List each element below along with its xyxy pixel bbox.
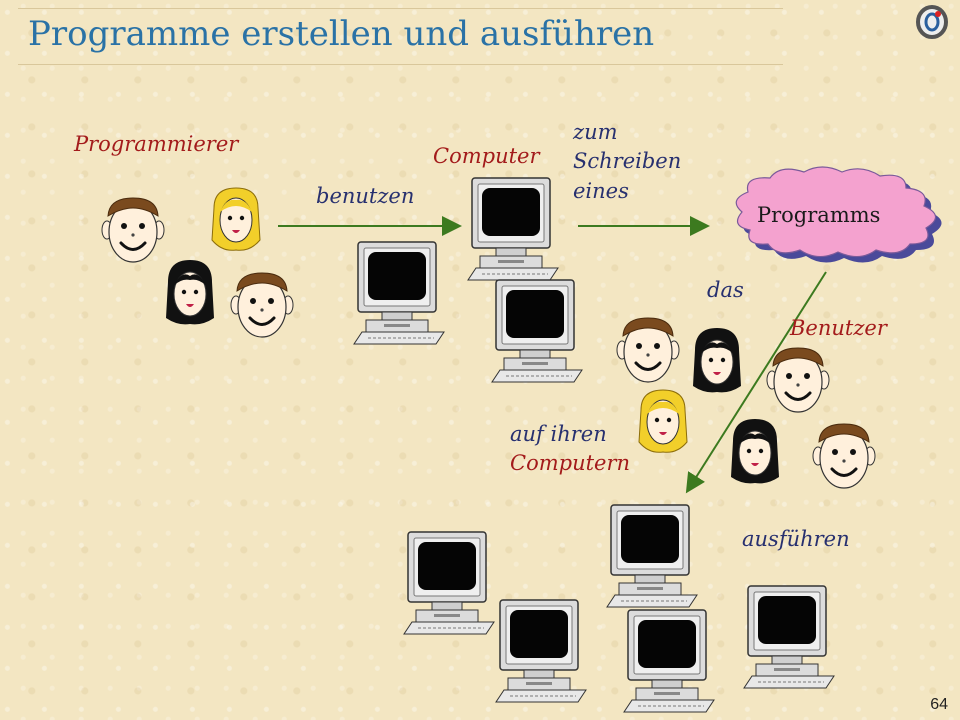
user-4-person-icon — [765, 346, 831, 414]
computer-icon — [623, 609, 715, 713]
label-schreiben: Schreiben — [573, 149, 682, 174]
label-zum-schreiben: zum Schreiben eines — [573, 118, 681, 206]
ausfuehren-arrow-icon — [685, 271, 827, 494]
top-divider — [18, 8, 783, 9]
user-6-person-icon — [811, 422, 877, 490]
user-1-person-icon — [615, 316, 681, 384]
programmer-2-person-icon — [211, 187, 261, 251]
page-title: Programme erstellen und ausführen — [28, 14, 655, 54]
label-programms: Programms — [757, 203, 881, 227]
label-ausfuehren: ausführen — [742, 527, 850, 551]
computer-icon — [403, 531, 495, 635]
user-2-person-icon — [692, 327, 742, 393]
cloud-icon — [735, 166, 942, 263]
computer-icon — [495, 599, 587, 703]
label-das: das — [707, 278, 744, 302]
user-5-person-icon — [730, 418, 780, 484]
title-divider — [18, 64, 783, 65]
logo-icon — [916, 5, 948, 39]
computer-icon — [467, 177, 559, 281]
label-auf-ihren-line1: auf ihren — [510, 422, 607, 446]
computer-icon — [491, 279, 583, 383]
label-benutzen: benutzen — [316, 184, 415, 208]
user-3-person-icon — [638, 389, 688, 453]
computer-icon — [743, 585, 835, 689]
label-programmierer: Programmierer — [74, 132, 239, 156]
label-computer: Computer — [433, 144, 540, 168]
computer-icon — [353, 241, 445, 345]
programmer-1-person-icon — [100, 196, 166, 264]
label-zum: zum — [573, 120, 618, 144]
label-computern: Computern — [510, 451, 631, 476]
programmer-4-person-icon — [229, 271, 295, 339]
label-benutzer: Benutzer — [790, 316, 887, 340]
programmer-3-person-icon — [165, 259, 215, 325]
label-eines: eines — [573, 178, 629, 203]
page-number: 64 — [930, 696, 948, 713]
computer-icon — [606, 504, 698, 608]
label-auf-ihren: auf ihren Computern — [510, 420, 630, 479]
